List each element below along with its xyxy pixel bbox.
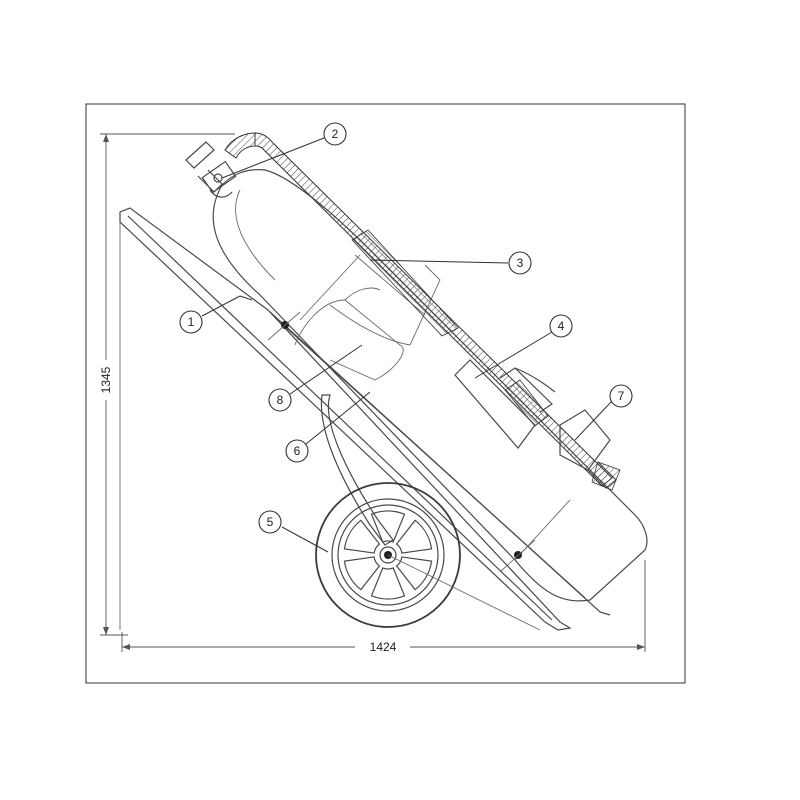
callout-1: 1 [179,295,253,334]
carry-handle [320,394,394,546]
width-dimension-label: 1424 [370,640,397,654]
callout-2: 2 [221,122,347,179]
callout-3-label: 3 [517,256,524,270]
callout-5: 5 [258,510,329,553]
callout-5-label: 5 [267,515,274,529]
height-dimension-label: 1345 [99,366,113,393]
height-dimension: 1345 [99,133,235,636]
callout-1-label: 1 [188,315,195,329]
callout-6-label: 6 [294,444,301,458]
wheel [315,482,461,628]
callout-7: 7 [574,384,633,441]
discharge-hose [224,132,613,487]
callout-7-label: 7 [618,389,625,403]
wheel-spoke-cutout [343,556,381,591]
nozzle [559,409,621,491]
callout-4-label: 4 [558,319,565,333]
callout-3: 3 [369,251,532,275]
wheel-spoke-cutout [395,556,433,591]
mount-bolts [267,311,536,573]
wheel-spoke-cutout [395,519,433,554]
width-dimension: 1424 [121,560,646,654]
gas-cartridge [294,254,441,381]
callout-8-label: 8 [277,393,284,407]
axle-line [387,554,541,631]
callout-8: 8 [268,344,363,412]
wheel-spoke-cutout [343,519,381,554]
wheel-spoke-cutout [370,567,406,600]
cylinder-body [212,169,648,602]
callout-6: 6 [285,391,371,463]
drawing-frame [85,103,686,684]
wheel-spoke-cutout [370,510,406,543]
callout-4: 4 [474,314,573,379]
label-plate [454,359,556,449]
wheel-spokes [343,510,433,600]
callout-2-label: 2 [332,127,339,141]
